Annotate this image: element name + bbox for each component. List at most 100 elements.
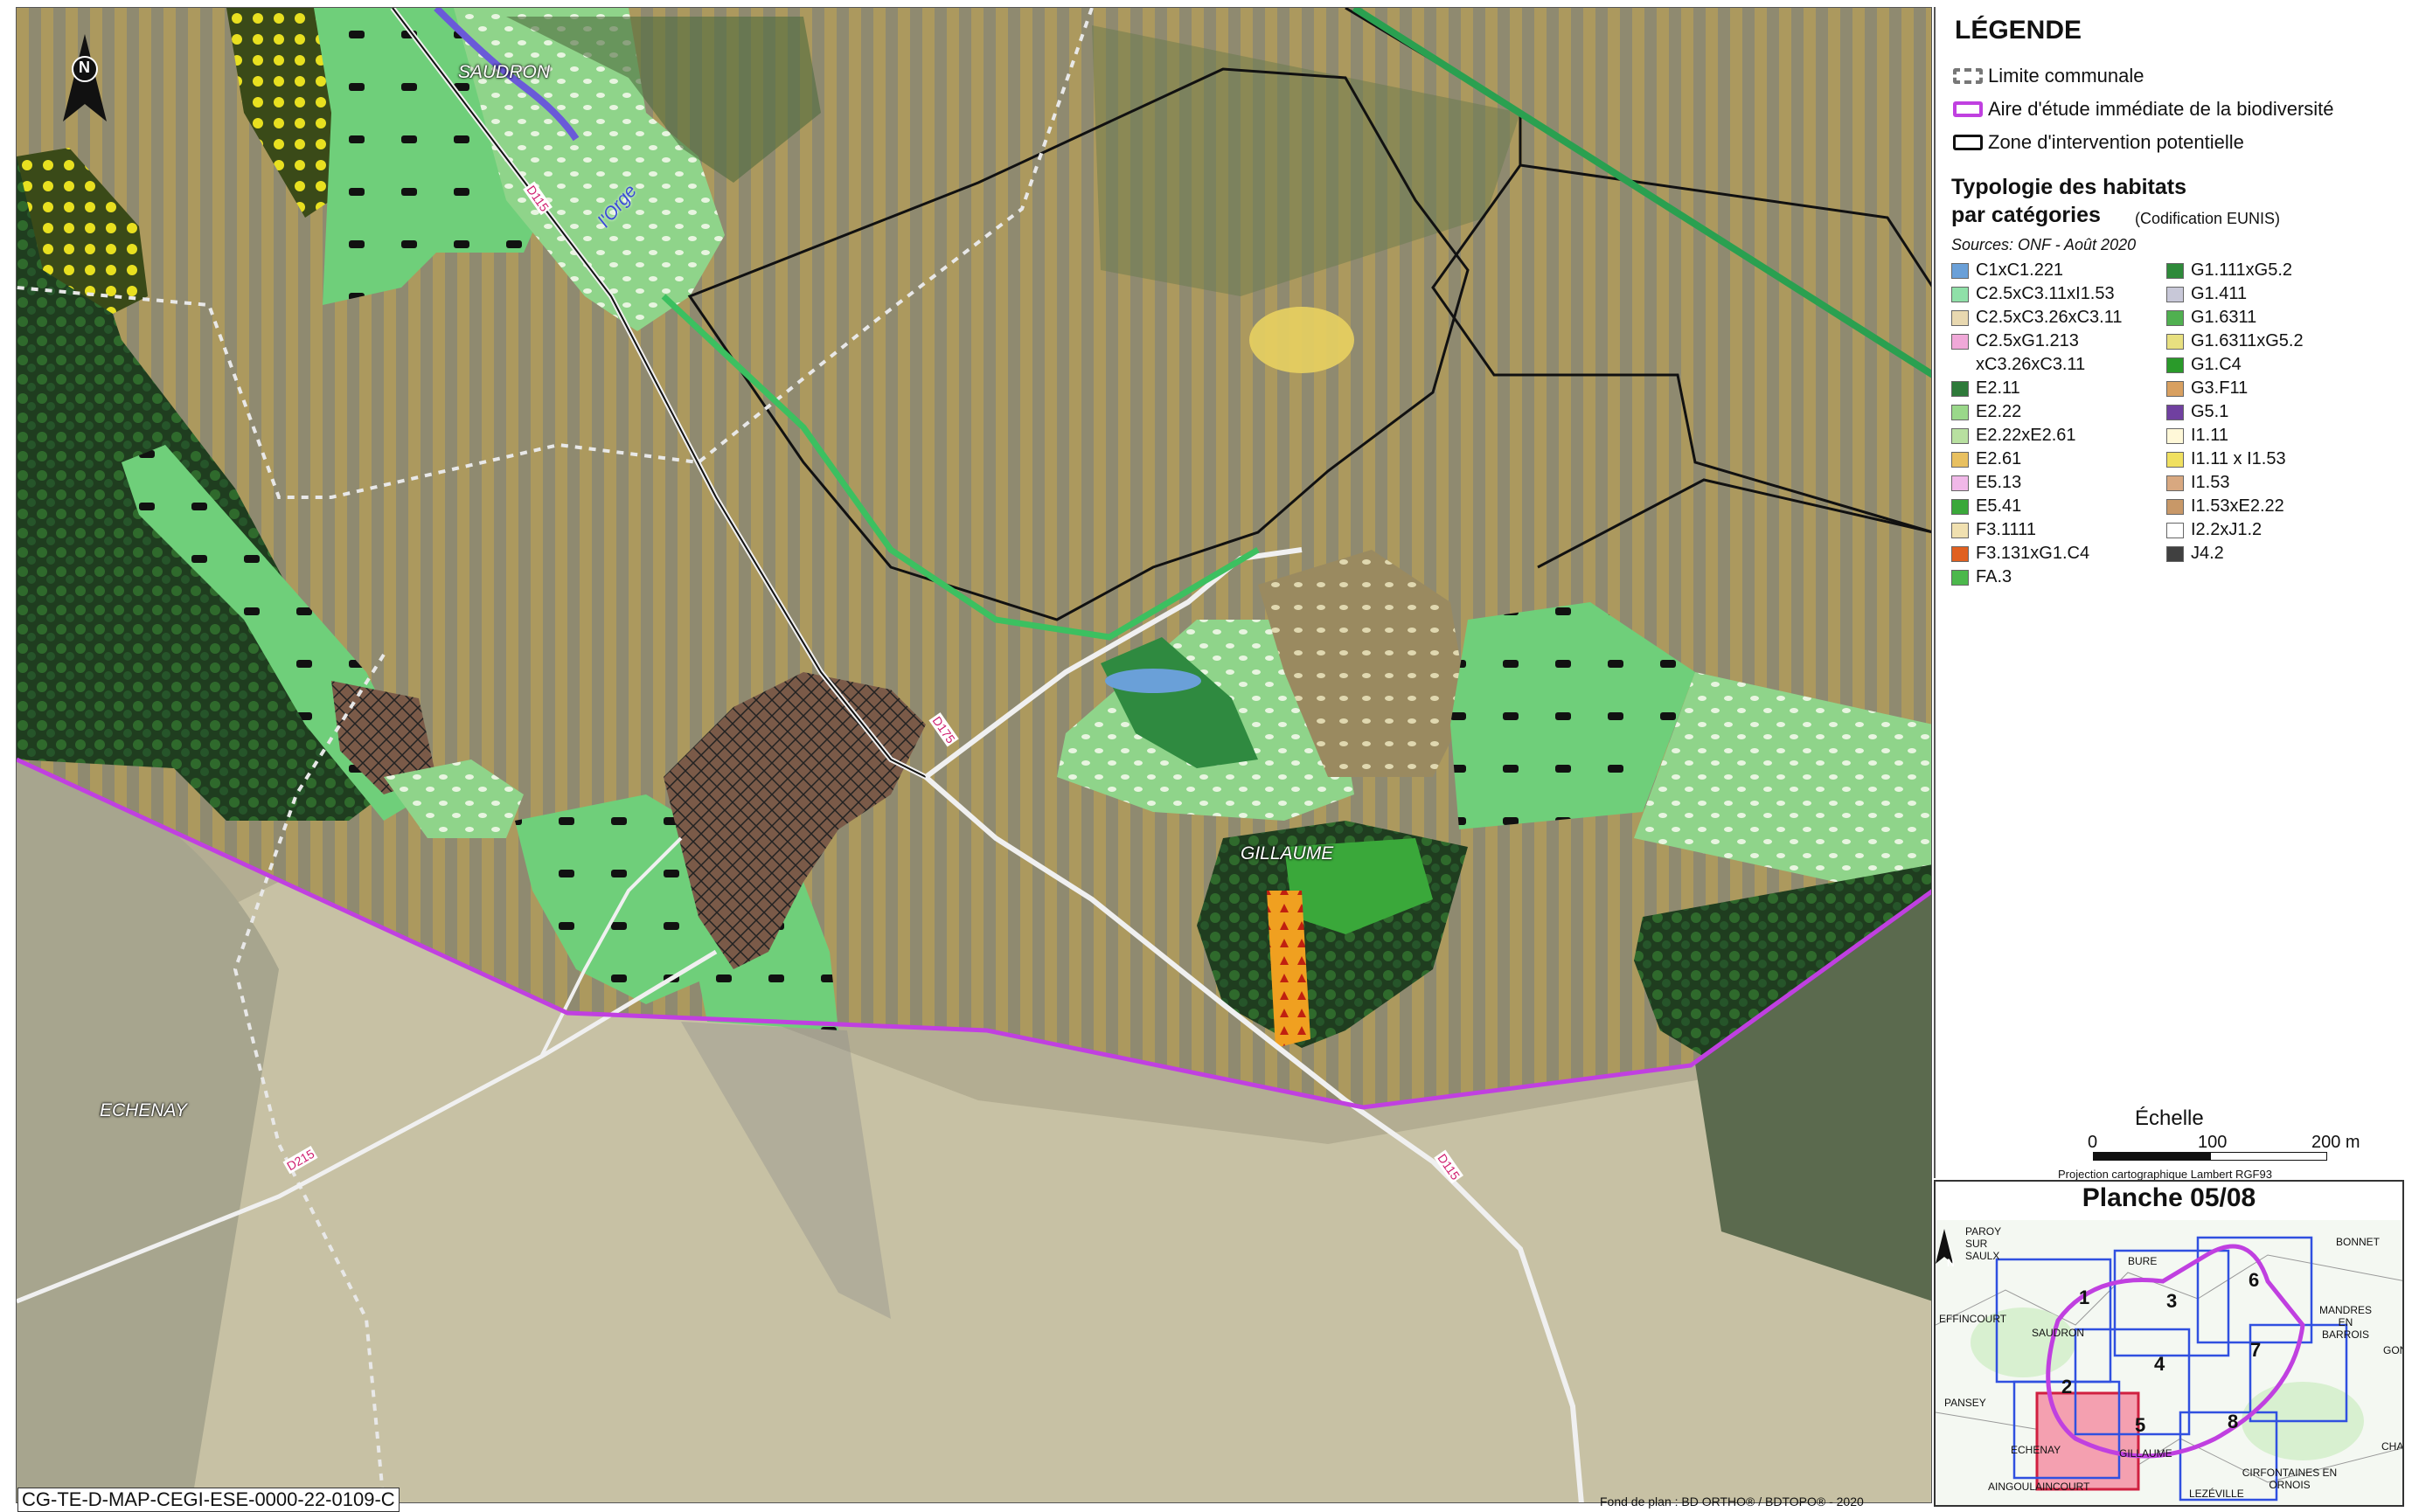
habitat-item: G5.1 [2166, 402, 2228, 422]
habitat-item: C2.5xG1.213 [1951, 331, 2079, 351]
habitat-swatch [1951, 569, 1969, 586]
scale-label-100: 100 [2198, 1133, 2228, 1152]
sheet-number-6: 6 [2249, 1269, 2260, 1291]
habitat-item: C2.5xC3.11xI1.53 [1951, 284, 2115, 304]
scale-label-200: 200 m [2311, 1133, 2360, 1152]
sheet-number-5: 5 [2135, 1414, 2146, 1436]
legend-item-label: Zone d'intervention potentielle [1988, 131, 2244, 153]
habitat-item: FA.3 [1951, 567, 2012, 587]
habitat-code: I1.53 [2191, 473, 2230, 492]
habitat-item: E2.22 [1951, 402, 2021, 422]
habitat-code: E2.11 [1976, 378, 2020, 398]
sheet-number-7: 7 [2250, 1339, 2262, 1361]
habitat-red-strip [1267, 891, 1310, 1048]
habitat-swatch [2166, 380, 2184, 397]
field-dark-north [506, 17, 821, 183]
habitat-item: G1.111xG5.2 [2166, 260, 2292, 281]
inset-place-aingoulaincourt: AINGOULAINCOURT [1988, 1481, 2090, 1493]
habitat-swatch [2166, 262, 2184, 279]
habitat-swatch [1951, 380, 1969, 397]
typology-title-line-2: par catégories [1951, 203, 2101, 227]
habitat-code: I1.11 [2191, 426, 2228, 445]
habitat-code: J4.2 [2191, 544, 2224, 563]
habitat-swatch [1951, 262, 1969, 279]
map-canvas[interactable] [17, 8, 1932, 1503]
habitat-item: I2.2xJ1.2 [2166, 520, 2262, 540]
habitat-swatch [2166, 333, 2184, 350]
habitat-swatch [2166, 309, 2184, 326]
inset-place-pansey: PANSEY [1944, 1397, 1986, 1409]
habitat-swatch [1951, 427, 1969, 444]
habitat-code: I1.11 x I1.53 [2191, 449, 2286, 468]
road-d115-south [924, 774, 1584, 1502]
habitat-code: E2.22xE2.61 [1976, 426, 2076, 445]
habitat-swatch [2166, 545, 2184, 562]
habitat-swatch [1951, 286, 1969, 302]
inset-place-echenay: ECHENAY [2011, 1444, 2061, 1456]
habitat-item: E2.22xE2.61 [1951, 426, 2076, 446]
legend-item-communal-limit: Limite communale [1953, 65, 2144, 87]
document-code: CG-TE-D-MAP-CEGI-ESE-0000-22-0109-C [17, 1488, 400, 1512]
north-arrow: N [59, 34, 111, 121]
habitat-item: E5.41 [1951, 496, 2021, 517]
habitat-item: F3.1111 [1951, 520, 2036, 540]
sheet-title: Planche 05/08 [2082, 1183, 2256, 1212]
habitat-item: E2.61 [1951, 449, 2021, 469]
habitat-code: I2.2xJ1.2 [2191, 520, 2263, 539]
shadow-wedge [681, 1022, 891, 1319]
intervention-zone-swatch [1953, 135, 1983, 150]
habitat-code: G5.1 [2191, 402, 2229, 421]
overview-map [1936, 1220, 2402, 1505]
habitat-brown-oval [1258, 550, 1468, 777]
habitat-swatch [2166, 404, 2184, 420]
typology-title: Typologie des habitats par catégories [1951, 173, 2186, 229]
habitat-swatch [2166, 357, 2184, 373]
map-panel[interactable]: N SAUDRON l'Orge GILLAUME ECHENAY D115 D… [16, 7, 1932, 1503]
aerial-fields-south [17, 882, 1931, 1502]
habitat-code: C2.5xC3.11xI1.53 [1976, 284, 2115, 303]
habitat-item: G1.411 [2166, 284, 2247, 304]
habitat-item: G1.6311xG5.2 [2166, 331, 2304, 351]
overview-inset: Planche 05/08 N PAROY SUR SAULX BURE BON… [1934, 1180, 2404, 1507]
forest-southeast [1634, 864, 1931, 1057]
habitat-swatch [1951, 357, 1969, 373]
habitat-code: G1.411 [2191, 284, 2248, 303]
habitat-swatch [2166, 475, 2184, 491]
habitat-swatch [2166, 286, 2184, 302]
projection-note: Projection cartographique Lambert RGF93 [2058, 1168, 2272, 1181]
habitat-item: G1.C4 [2166, 355, 2242, 375]
typology-sources: Sources: ONF - Août 2020 [1951, 236, 2137, 253]
study-area-swatch [1953, 101, 1983, 117]
habitat-code: G3.F11 [2191, 378, 2249, 398]
label-saudron: SAUDRON [458, 62, 551, 82]
sheet-number-2: 2 [2061, 1376, 2073, 1398]
road-d175 [924, 547, 1303, 780]
field-dark-northeast [1092, 25, 1520, 296]
scale-bar [2093, 1152, 2327, 1161]
habitat-code: C1xC1.221 [1976, 260, 2064, 280]
habitat-code: G1.C4 [2191, 355, 2242, 374]
scale-title: Échelle [2135, 1106, 2204, 1130]
legend-item-intervention-zone: Zone d'intervention potentielle [1953, 131, 2244, 154]
communal-boundary-south [233, 653, 386, 1502]
meadow-hamlet [384, 759, 524, 838]
label-gillaume: GILLAUME [1241, 843, 1334, 864]
road-d215 [17, 949, 718, 1304]
yellow-woodland-north [226, 8, 340, 218]
typology-title-line-1: Typologie des habitats [1951, 175, 2187, 199]
habitat-item: G3.F11 [2166, 378, 2248, 399]
legend-item-label: Limite communale [1988, 65, 2144, 87]
habitat-item: E5.13 [1951, 473, 2021, 493]
map-credits: Fond de plan : BD ORTHO® / BDTOPO® - 202… [1600, 1495, 1864, 1509]
legend-item-label: Aire d'étude immédiate de la biodiversit… [1988, 98, 2334, 120]
habitat-code: G1.111xG5.2 [2191, 260, 2292, 280]
habitat-item: I1.11 [2166, 426, 2228, 446]
habitat-code: E2.22 [1976, 402, 2022, 421]
inset-north-label: N [1947, 1257, 1955, 1269]
habitat-swatch [2166, 498, 2184, 515]
habitat-item: C2.5xC3.26xC3.11 [1951, 308, 2123, 328]
habitat-item: C1xC1.221 [1951, 260, 2063, 281]
habitat-swatch [1951, 545, 1969, 562]
sheet-number-4: 4 [2154, 1353, 2165, 1375]
legend-item-study-area: Aire d'étude immédiate de la biodiversit… [1953, 98, 2334, 121]
